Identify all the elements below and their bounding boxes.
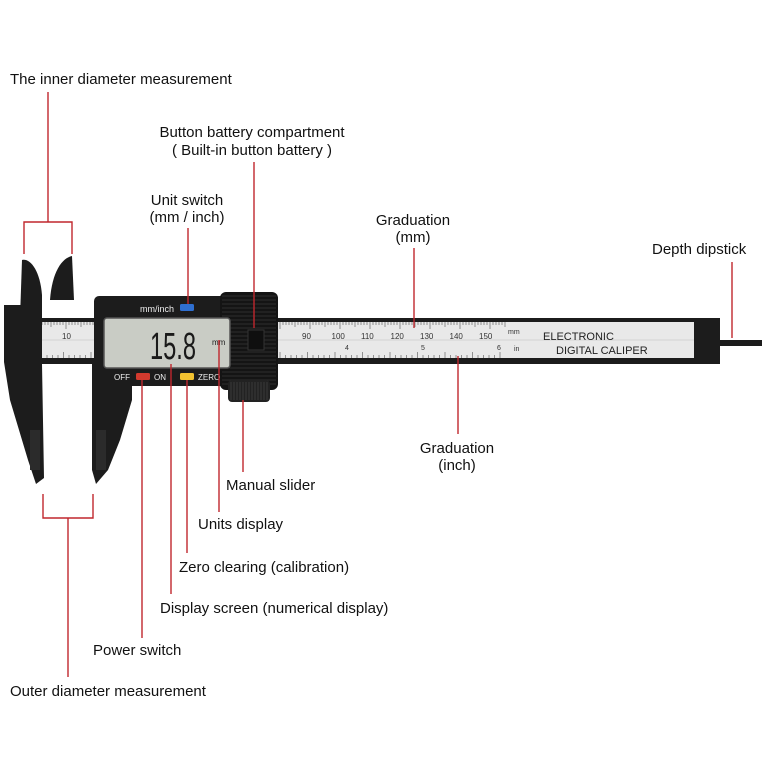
mm-scale-number: 140	[450, 332, 464, 341]
lcd-screen	[103, 317, 231, 369]
inch-tick-marks	[35, 352, 501, 358]
bracket-inner-diameter	[23, 221, 73, 254]
inch-scale-number: 6	[497, 345, 501, 352]
mm-tick-marks	[35, 322, 506, 329]
label-graduation-inch-line2: (inch)	[438, 457, 476, 474]
off-label: OFF	[114, 373, 130, 382]
label-units-display: Units display	[198, 516, 284, 533]
label-depth-dipstick: Depth dipstick	[652, 241, 747, 258]
brand-line-1: ELECTRONIC	[543, 331, 614, 343]
display-value: 15.8	[150, 326, 196, 368]
label-graduation-mm-line1: Graduation	[375, 212, 451, 229]
label-unit-switch-line2: (mm / inch)	[149, 209, 225, 226]
label-power-switch: Power switch	[93, 642, 182, 659]
label-battery-line2: ( Built-in button battery )	[171, 142, 333, 159]
mm-scale-number: 100	[332, 332, 346, 341]
mm-scale-number: 90	[302, 332, 311, 341]
compartment-button[interactable]	[247, 329, 265, 351]
label-zero-clearing: Zero clearing (calibration)	[179, 559, 350, 576]
mm-scale-number: 120	[391, 332, 405, 341]
label-unit-switch-line1: Unit switch	[150, 192, 224, 209]
zero-button[interactable]	[180, 373, 194, 380]
mm-scale-number: 10	[62, 332, 71, 341]
label-manual-slider: Manual slider	[226, 477, 316, 494]
inner-jaw-sliding	[50, 256, 74, 300]
brand-line-2: DIGITAL CALIPER	[556, 345, 648, 357]
inner-jaw-fixed	[20, 259, 42, 318]
label-outer-diameter: Outer diameter measurement	[10, 683, 206, 700]
zero-label: ZERO	[198, 373, 220, 382]
inch-scale-number: 4	[345, 345, 349, 352]
inch-scale-numbers: 4 5 6	[345, 345, 501, 352]
label-graduation-inch-line1: Graduation	[419, 440, 495, 457]
unit-switch-button[interactable]	[180, 304, 194, 311]
label-inner-diameter: The inner diameter measurement	[10, 71, 232, 88]
mm-scale-number: 150	[479, 332, 493, 341]
in-marker: in	[514, 346, 520, 353]
mm-scale-number: 110	[361, 332, 374, 341]
bracket-outer-diameter	[42, 494, 94, 519]
depth-rod	[718, 340, 762, 346]
mm-scale-numbers: 10 90 100 110 120 130 140 150	[62, 332, 493, 341]
inch-scale-number: 5	[421, 345, 425, 352]
leader-lines	[23, 92, 733, 677]
on-label: ON	[154, 373, 166, 382]
label-display-screen: Display screen (numerical display)	[160, 600, 389, 617]
label-battery-line1: Button battery compartment	[159, 124, 345, 141]
mm-marker: mm	[508, 329, 520, 336]
unit-switch-label: mm/inch	[140, 304, 174, 314]
power-button[interactable]	[136, 373, 150, 380]
label-graduation-mm-line2: (mm)	[395, 229, 431, 246]
mm-scale-number: 130	[420, 332, 434, 341]
